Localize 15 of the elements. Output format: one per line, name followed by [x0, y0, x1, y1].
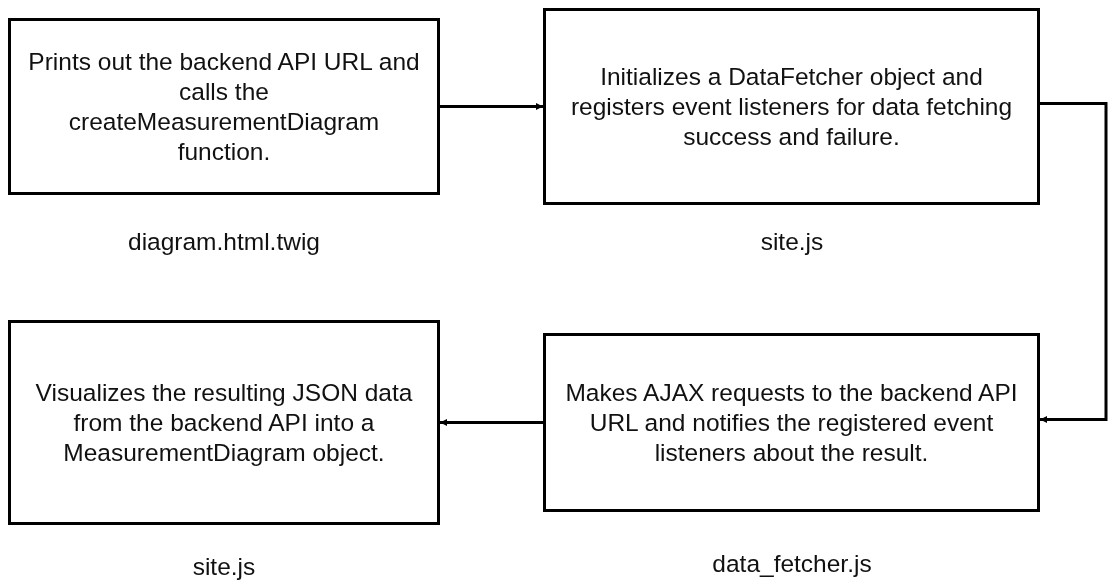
arrow: [440, 419, 543, 426]
arrow: [440, 103, 543, 110]
process-box: [8, 18, 440, 195]
file-name-caption: site.js: [760, 228, 824, 256]
process-box: [8, 320, 440, 525]
arrow: [1040, 102, 1108, 423]
process-box: [543, 333, 1040, 512]
file-name-caption: data_fetcher.js: [712, 550, 872, 578]
box-text: Prints out the backend API URL and calls the createMeasurementDiagram function.: [27, 46, 421, 167]
box-text: Makes AJAX requests to the backend API URL and notifies the registered event listeners about the result.: [564, 377, 1019, 468]
file-name-caption: diagram.html.twig: [128, 228, 320, 256]
box-text: Visualizes the resulting JSON data from the backend API into a MeasurementDiagram object.: [34, 377, 414, 468]
file-name-caption: site.js: [192, 553, 256, 581]
process-box: [543, 8, 1040, 205]
box-text: Initializes a DataFetcher object and registers event listeners for data fetching success and failure.: [569, 61, 1014, 152]
